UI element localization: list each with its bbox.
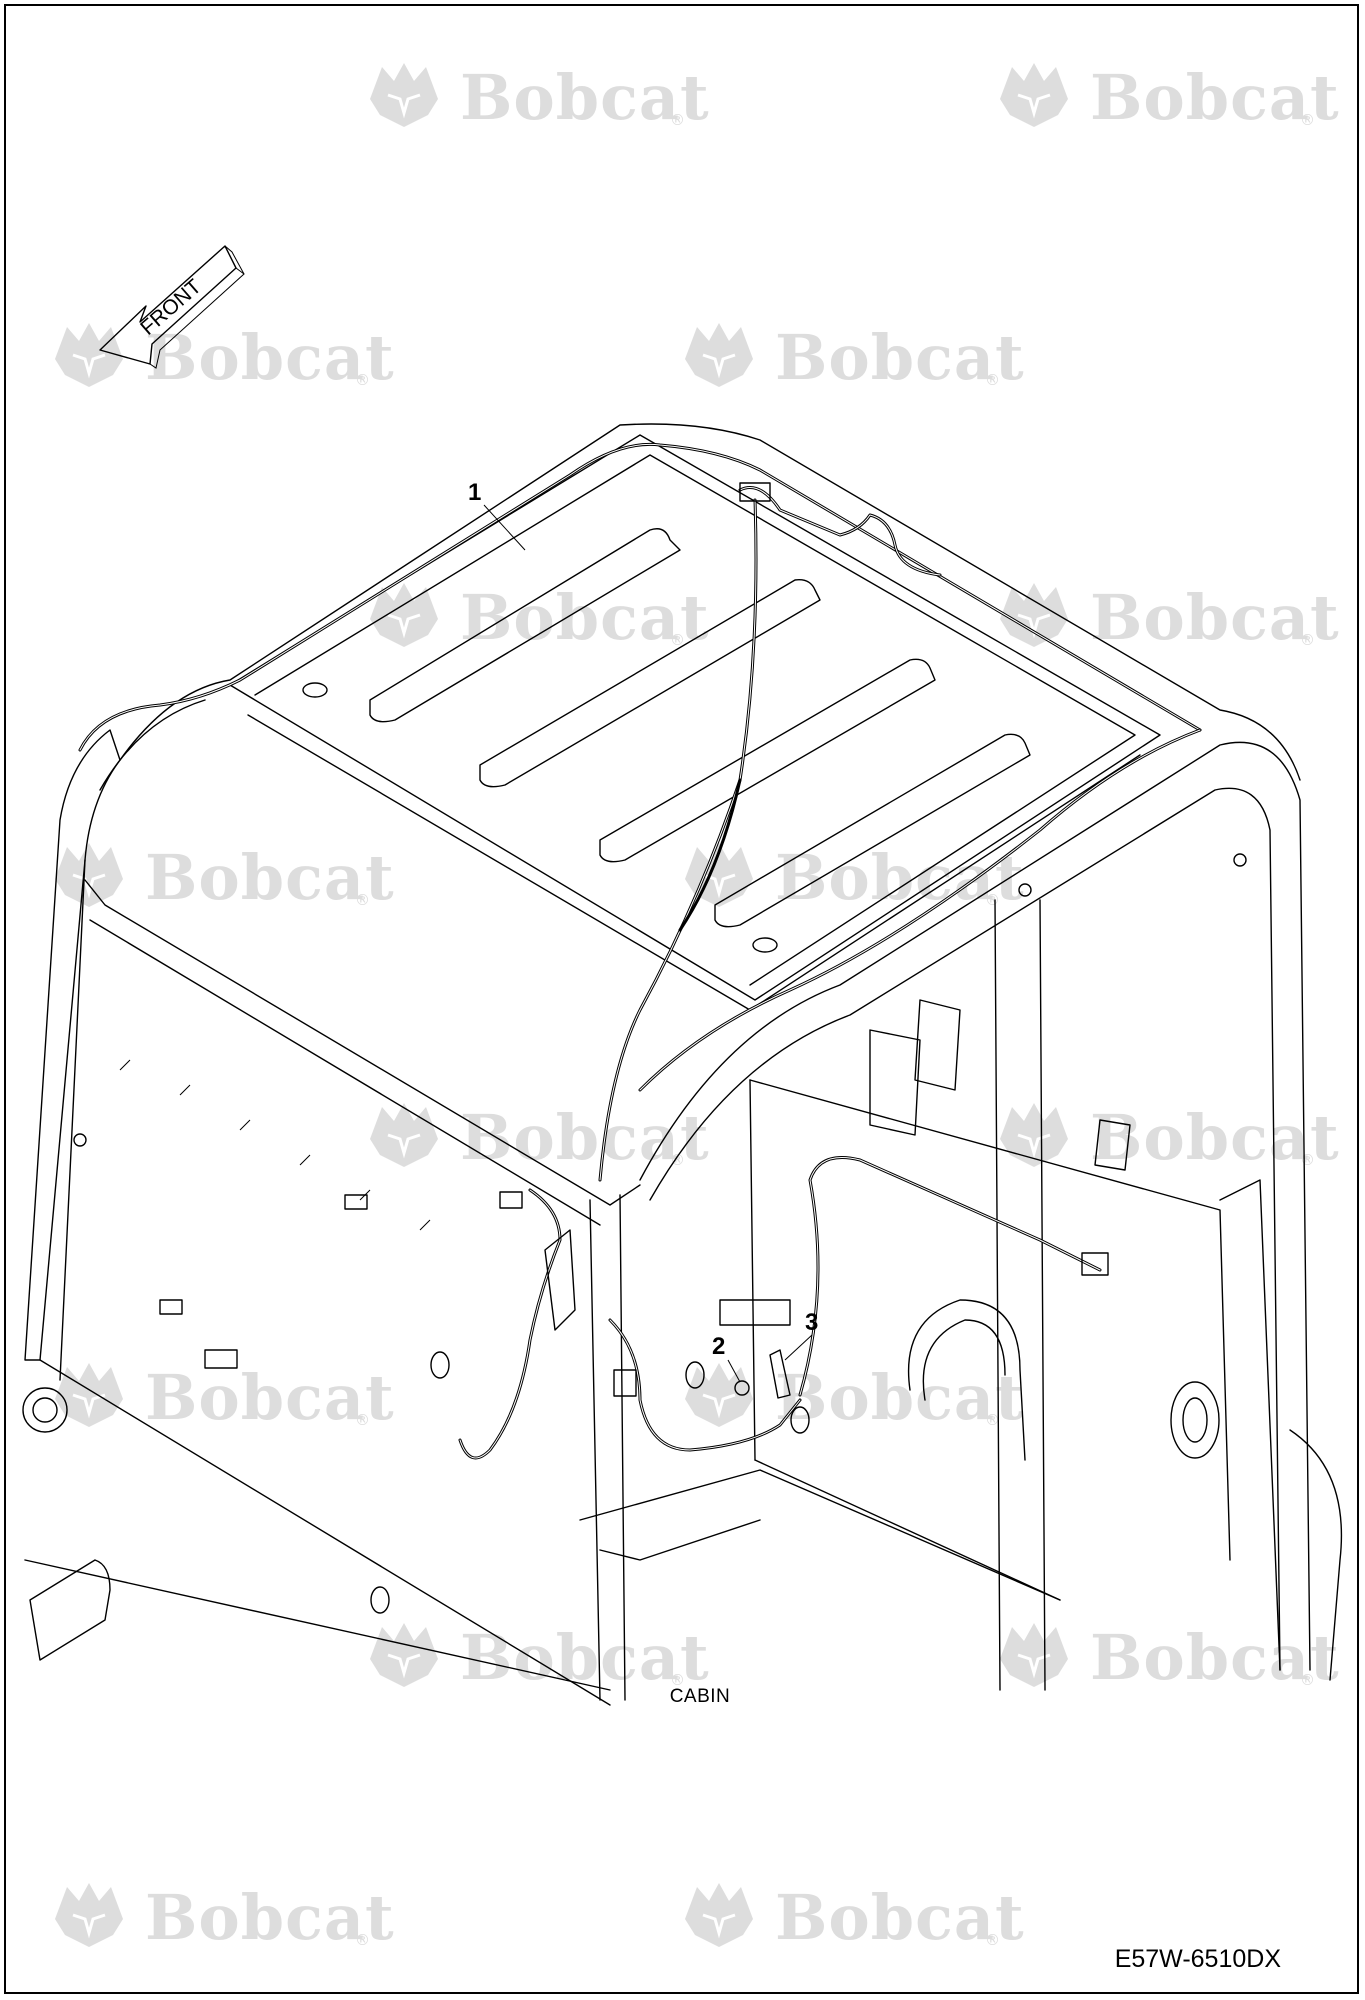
drawing-code: E57W-6510DX xyxy=(1114,1945,1281,1973)
connector-icon xyxy=(499,1191,523,1209)
callout-2: 2 xyxy=(712,1333,725,1360)
callouts: 1 2 3 xyxy=(468,479,818,1383)
svg-text:®: ® xyxy=(985,1931,1000,1949)
svg-text:®: ® xyxy=(355,371,370,389)
svg-text:®: ® xyxy=(355,1411,370,1429)
svg-text:®: ® xyxy=(1300,631,1315,649)
svg-text:®: ® xyxy=(670,1151,685,1169)
svg-text:®: ® xyxy=(670,111,685,129)
svg-text:Bobcat: Bobcat xyxy=(775,841,1025,914)
svg-text:Bobcat: Bobcat xyxy=(1090,1621,1340,1694)
svg-text:®: ® xyxy=(985,1411,1000,1429)
svg-text:Bobcat: Bobcat xyxy=(460,1101,710,1174)
svg-text:®: ® xyxy=(670,631,685,649)
svg-text:®: ® xyxy=(355,891,370,909)
cabin-roof xyxy=(229,434,1161,1011)
svg-text:®: ® xyxy=(1300,111,1315,129)
ground-terminal-icon xyxy=(769,1349,791,1399)
svg-text:®: ® xyxy=(985,371,1000,389)
figure-caption: CABIN xyxy=(669,1686,731,1707)
svg-text:Bobcat: Bobcat xyxy=(775,321,1025,394)
connector-icon xyxy=(613,1369,637,1397)
connector-icon xyxy=(1081,1252,1109,1276)
svg-text:Bobcat: Bobcat xyxy=(145,321,395,394)
drawing-frame xyxy=(4,4,1359,1994)
svg-text:Bobcat: Bobcat xyxy=(145,1881,395,1954)
callout-3: 3 xyxy=(805,1309,818,1336)
ground-bolt-icon xyxy=(734,1380,750,1396)
svg-text:®: ® xyxy=(985,891,1000,909)
svg-text:®: ® xyxy=(670,1671,685,1689)
svg-text:Bobcat: Bobcat xyxy=(1090,581,1340,654)
svg-text:Bobcat: Bobcat xyxy=(775,1361,1025,1434)
svg-text:Bobcat: Bobcat xyxy=(460,581,710,654)
svg-text:Bobcat: Bobcat xyxy=(460,1621,710,1694)
wiring-harness xyxy=(78,442,1202,1460)
svg-text:Bobcat: Bobcat xyxy=(1090,1101,1340,1174)
callout-1: 1 xyxy=(468,479,481,506)
svg-text:Bobcat: Bobcat xyxy=(1090,61,1340,134)
svg-text:Bobcat: Bobcat xyxy=(775,1881,1025,1954)
svg-text:Bobcat: Bobcat xyxy=(460,61,710,134)
svg-text:®: ® xyxy=(1300,1151,1315,1169)
connector-icon xyxy=(739,482,771,502)
svg-text:®: ® xyxy=(355,1931,370,1949)
svg-text:Bobcat: Bobcat xyxy=(145,1361,395,1434)
svg-text:Bobcat: Bobcat xyxy=(145,841,395,914)
svg-text:®: ® xyxy=(1300,1671,1315,1689)
watermark-layer: Bobcat® Bobcat® Bobcat® Bobcat® Bobcat® … xyxy=(53,61,1340,1954)
